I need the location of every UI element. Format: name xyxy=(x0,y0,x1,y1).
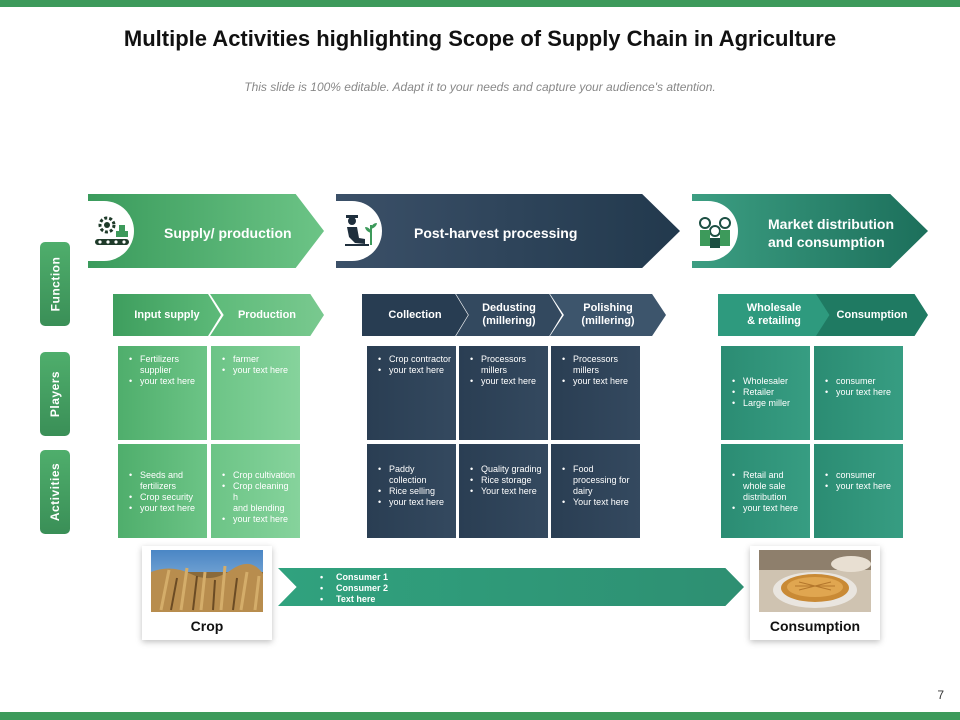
players-cell-dedusting: Processors millersyour text here xyxy=(459,346,548,440)
subfunction-wholesale: Wholesale& retailing xyxy=(718,294,830,336)
activities-cell-dedusting: Quality gradingRice storageYour text her… xyxy=(459,444,548,538)
activities-cell-consumption: consumeryour text here xyxy=(814,444,903,538)
activities-cell-collection: Paddy collectionRice sellingyour text he… xyxy=(367,444,456,538)
players-cell-collection: Crop contractoryour text here xyxy=(367,346,456,440)
stage-label-post-harvest: Post-harvest processing xyxy=(414,225,578,241)
slide-subtitle: This slide is 100% editable. Adapt it to… xyxy=(244,80,716,94)
stage-label-supply: Supply/ production xyxy=(164,225,292,241)
activities-cell-polishing: Food processing for dairyYour text here xyxy=(551,444,640,538)
activities-cell-wholesale: Retail and whole sale distributionyour t… xyxy=(721,444,810,538)
subfunction-collection: Collection xyxy=(362,294,468,336)
players-cell-wholesale: WholesalerRetailerLarge miller xyxy=(721,346,810,440)
subfunction-dedusting: Dedusting(millering) xyxy=(456,294,562,336)
pie-dish-image xyxy=(759,550,871,612)
flow-item: Text here xyxy=(320,594,744,605)
activities-cell-input-supply: Seeds and fertilizersCrop securityyour t… xyxy=(118,444,207,538)
crop-caption: Crop xyxy=(190,618,224,634)
farmer-plant-icon xyxy=(336,201,382,261)
wheat-field-image xyxy=(151,550,263,612)
players-cell-polishing: Processors millersyour text here xyxy=(551,346,640,440)
top-accent-bar xyxy=(0,0,960,7)
bottom-accent-bar xyxy=(0,712,960,720)
players-cell-input-supply: Fertilizers supplieryour text here xyxy=(118,346,207,440)
crop-photo-card: Crop xyxy=(142,546,272,640)
side-label-function: Function xyxy=(40,242,70,326)
stage-label-market: Market distribution and consumption xyxy=(768,216,895,250)
consumption-photo-card: Consumption xyxy=(750,546,880,640)
slide-title: Multiple Activities highlighting Scope o… xyxy=(123,26,837,51)
page-number: 7 xyxy=(937,688,944,702)
consumption-caption: Consumption xyxy=(769,618,861,634)
side-label-activities: Activities xyxy=(40,450,70,534)
flow-arrow: Consumer 1 Consumer 2 Text here xyxy=(278,568,744,606)
players-cell-consumption: consumeryour text here xyxy=(814,346,903,440)
subfunction-production: Production xyxy=(210,294,324,336)
flow-item: Consumer 2 xyxy=(320,583,744,594)
subfunction-polishing: Polishing(millering) xyxy=(550,294,666,336)
subfunction-consumption: Consumption xyxy=(816,294,928,336)
side-label-players: Players xyxy=(40,352,70,436)
gear-conveyor-icon xyxy=(88,201,134,261)
players-cell-production: farmeryour text here xyxy=(211,346,300,440)
subfunction-input-supply: Input supply xyxy=(113,294,221,336)
consumers-group-icon xyxy=(692,201,738,261)
stage-arrow-post-harvest xyxy=(336,194,680,268)
flow-item: Consumer 1 xyxy=(320,572,744,583)
